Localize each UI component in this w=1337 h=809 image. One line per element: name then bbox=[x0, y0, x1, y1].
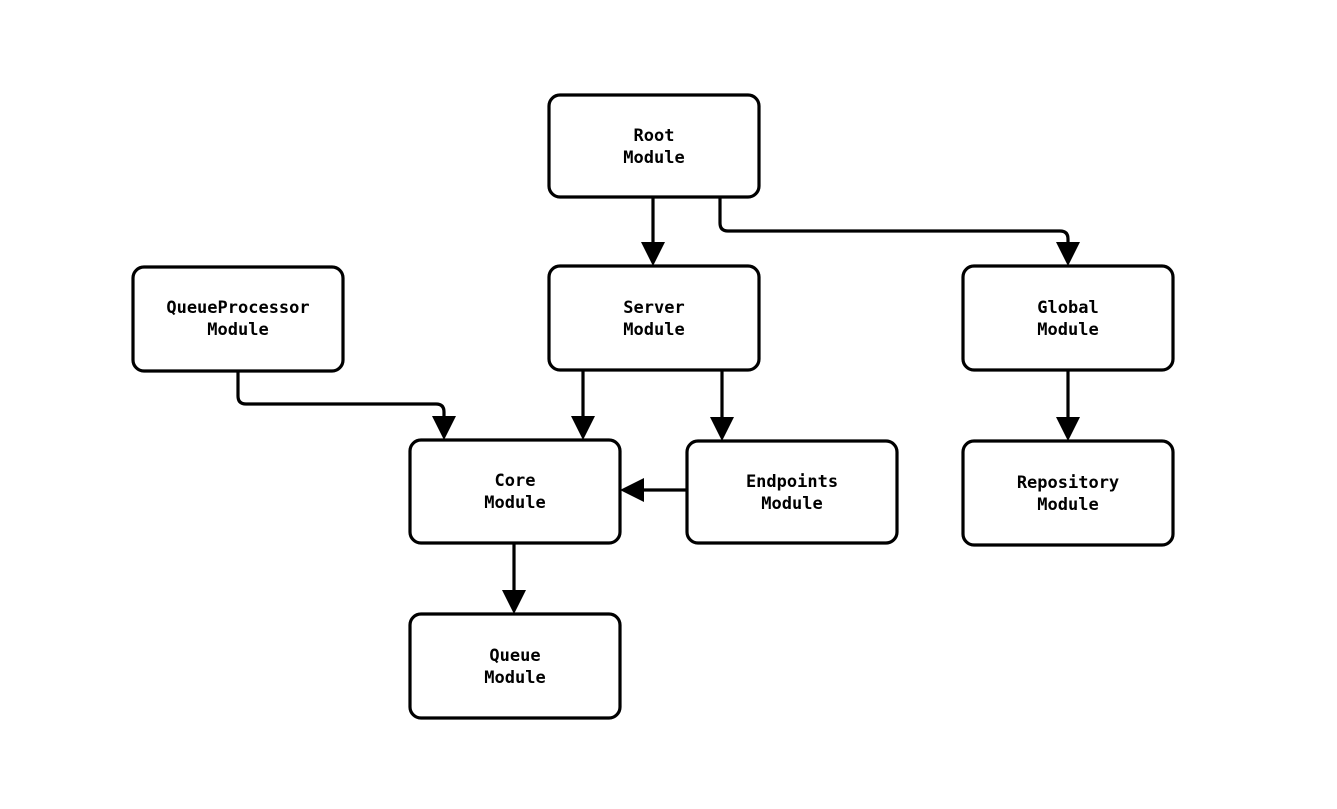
node-label-line1: Global bbox=[1037, 298, 1098, 318]
edge-root-to-server bbox=[641, 197, 665, 266]
node-endpoints-module[interactable]: Endpoints Module bbox=[685, 439, 899, 545]
edge-server-to-core bbox=[571, 370, 595, 440]
edge-core-to-queue bbox=[502, 543, 526, 614]
node-label-line1: Queue bbox=[489, 646, 540, 666]
node-label-line2: Module bbox=[1037, 320, 1098, 340]
edge-line bbox=[236, 371, 446, 426]
arrowhead-left-icon bbox=[620, 478, 644, 502]
node-box[interactable] bbox=[408, 438, 622, 545]
arrowhead-down-icon bbox=[710, 417, 734, 441]
arrowhead-down-icon bbox=[571, 416, 595, 440]
arrowhead-down-icon bbox=[1056, 242, 1080, 266]
node-label-line1: Root bbox=[634, 126, 675, 146]
node-label-line2: Module bbox=[484, 668, 545, 688]
node-box[interactable] bbox=[547, 93, 761, 199]
edge-global-to-repository bbox=[1056, 370, 1080, 441]
node-box[interactable] bbox=[408, 612, 622, 720]
arrowhead-down-icon bbox=[1056, 417, 1080, 441]
node-label-line1: Endpoints bbox=[746, 472, 838, 492]
edge-root-to-global bbox=[718, 197, 1080, 266]
arrowhead-down-icon bbox=[502, 590, 526, 614]
node-box[interactable] bbox=[961, 439, 1175, 547]
edge-server-to-endpoints bbox=[710, 370, 734, 441]
node-label-line2: Module bbox=[761, 494, 822, 514]
nodes-layer: Root Module QueueProcessor Module Server… bbox=[131, 93, 1175, 720]
node-server-module[interactable]: Server Module bbox=[547, 264, 761, 372]
node-box[interactable] bbox=[547, 264, 761, 372]
node-label-line2: Module bbox=[1037, 495, 1098, 515]
edge-queueprocessor-to-core bbox=[236, 371, 456, 440]
node-queue-module[interactable]: Queue Module bbox=[408, 612, 622, 720]
edge-endpoints-to-core bbox=[620, 478, 687, 502]
edge-line bbox=[718, 197, 1070, 252]
node-box[interactable] bbox=[685, 439, 899, 545]
arrowhead-down-icon bbox=[641, 242, 665, 266]
arrowhead-down-icon bbox=[432, 416, 456, 440]
node-label-line2: Module bbox=[207, 320, 268, 340]
node-label-line1: Repository bbox=[1017, 473, 1119, 493]
node-label-line1: Server bbox=[623, 298, 684, 318]
node-label-line2: Module bbox=[484, 493, 545, 513]
node-global-module[interactable]: Global Module bbox=[961, 264, 1175, 372]
edges-layer bbox=[236, 197, 1080, 614]
node-label-line1: QueueProcessor bbox=[166, 298, 309, 318]
node-box[interactable] bbox=[961, 264, 1175, 372]
node-label-line2: Module bbox=[623, 148, 684, 168]
node-repository-module[interactable]: Repository Module bbox=[961, 439, 1175, 547]
node-box[interactable] bbox=[131, 265, 345, 373]
node-core-module[interactable]: Core Module bbox=[408, 438, 622, 545]
node-label-line1: Core bbox=[495, 471, 536, 491]
node-label-line2: Module bbox=[623, 320, 684, 340]
node-queueprocessor-module[interactable]: QueueProcessor Module bbox=[131, 265, 345, 373]
node-root-module[interactable]: Root Module bbox=[547, 93, 761, 199]
